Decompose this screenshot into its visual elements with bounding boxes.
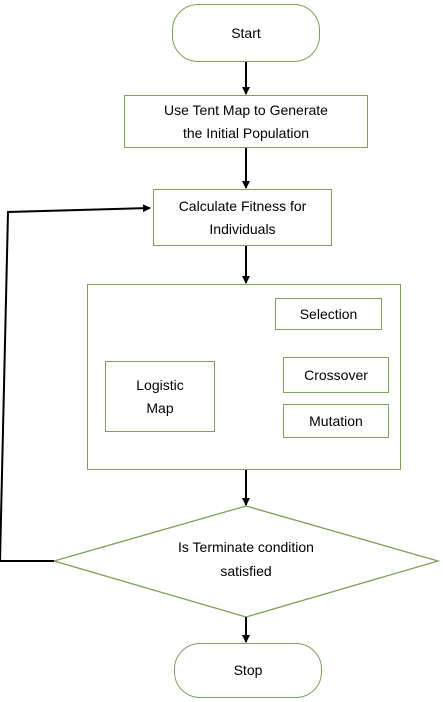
decision-label: Is Terminate condition satisfied (178, 539, 314, 579)
crossover-label: Crossover (304, 366, 368, 383)
fitness-node: Calculate Fitness for Individuals (153, 189, 332, 246)
mutation-node: Mutation (283, 404, 389, 438)
stop-node: Stop (174, 643, 322, 698)
selection-node: Selection (275, 298, 382, 330)
logistic-map-node: Logistic Map (105, 361, 215, 432)
start-node: Start (172, 4, 320, 62)
tent-map-label: Use Tent Map to Generate the Initial Pop… (164, 102, 328, 141)
tent-map-node: Use Tent Map to Generate the Initial Pop… (124, 95, 368, 148)
stop-label: Stop (233, 662, 263, 679)
selection-label: Selection (299, 305, 358, 322)
start-label: Start (231, 24, 261, 41)
crossover-node: Crossover (283, 357, 389, 393)
mutation-label: Mutation (309, 412, 363, 429)
fitness-label: Calculate Fitness for Individuals (178, 198, 307, 237)
loop-back-connector (0, 204, 151, 562)
logistic-map-label: Logistic Map (136, 377, 184, 416)
